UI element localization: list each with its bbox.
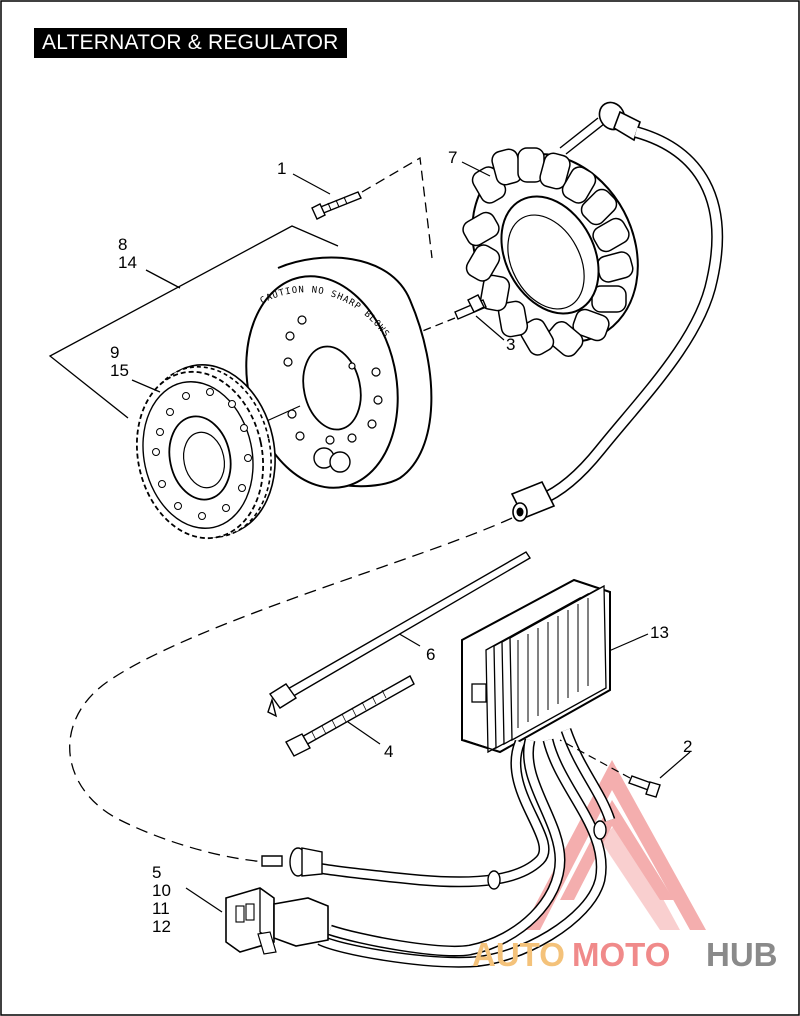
callout-1: 1 [277,159,286,178]
regulator-13 [461,578,611,754]
dashed-harness-route [69,517,513,863]
sprocket-9 [135,364,276,540]
bracket-leader [48,225,339,419]
callout-12: 12 [152,917,171,936]
callout-14: 14 [118,253,137,272]
callout-13: 13 [650,623,669,642]
callout-15: 15 [110,361,129,380]
callout-11: 11 [152,899,170,918]
callout-6: 6 [426,645,435,664]
regulator-wires [317,728,616,968]
rotor-8: CAUTION NO SHARP BLOWS [245,256,433,489]
cable-strap-4 [285,675,415,757]
callout-7: 7 [448,148,457,167]
callout-4: 4 [384,742,393,761]
callout-3: 3 [506,335,515,354]
watermark-moto: MOTO [572,936,670,973]
cable-strap-6 [267,551,531,718]
leader-lines [185,161,691,913]
bolt-2 [628,775,661,798]
spade-terminal [261,847,323,877]
stator-harness [510,101,724,522]
watermark-text: AUTO MOTO HUB [472,936,778,973]
bolt-1 [311,191,362,220]
dashed-leader-1 [361,156,433,259]
watermark-auto: AUTO [472,936,565,973]
bolt-3 [454,294,487,320]
callout-5: 5 [152,863,161,882]
callout-8: 8 [118,235,127,254]
callout-9: 9 [110,343,119,362]
stator-7 [462,147,639,357]
page-title: ALTERNATOR & REGULATOR [34,28,347,58]
callout-10: 10 [152,881,171,900]
connector-5 [225,887,329,955]
watermark-hub: HUB [706,936,778,973]
callout-2: 2 [683,737,692,756]
